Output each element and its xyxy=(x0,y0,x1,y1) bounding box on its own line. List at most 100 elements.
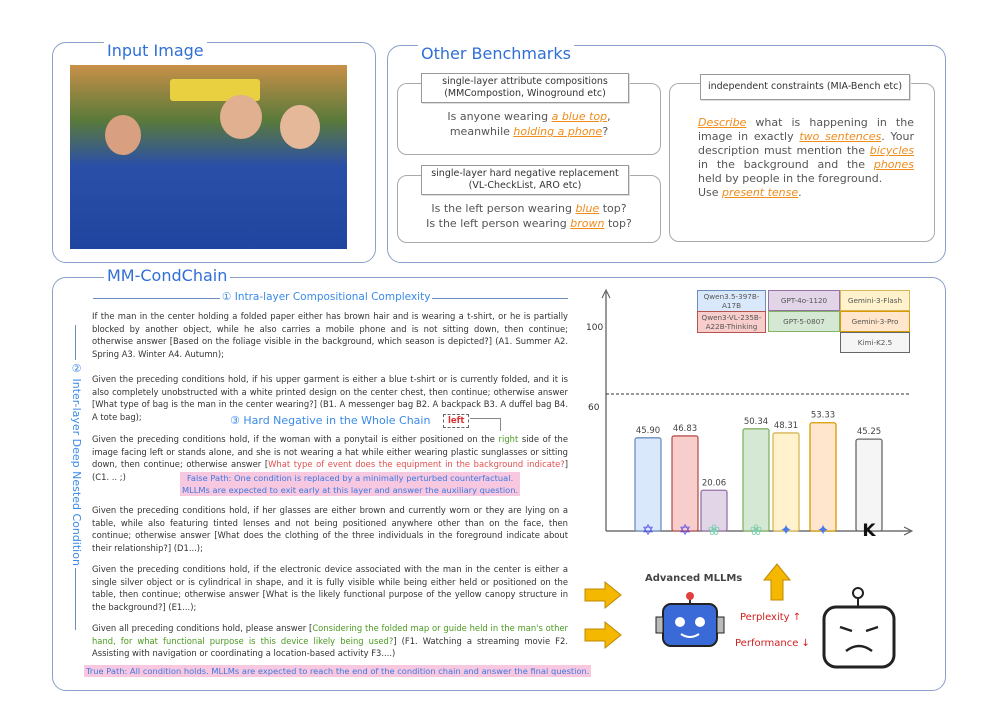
text: meanwhile xyxy=(449,125,514,138)
condchain-panel xyxy=(52,277,946,691)
arrow-up-icon xyxy=(762,563,792,601)
tag-line: (MMCompostion, Winoground etc) xyxy=(444,88,606,99)
text: Is the left person wearing xyxy=(426,217,571,230)
bar-qwen3-vl-235b-a22b-thinking xyxy=(671,435,699,532)
qwen-icon: ✡ xyxy=(641,521,655,539)
tag-line: single-layer hard negative replacement xyxy=(431,168,619,179)
swap-arrow xyxy=(470,418,501,431)
bar-gemini-3-pro xyxy=(809,422,837,532)
replaced-word: right xyxy=(498,434,519,444)
text: ] (F1. Watching a streaming movie F2. As… xyxy=(92,635,568,659)
text: Is anyone wearing xyxy=(447,110,552,123)
false-path-note: False Path: One condition is replaced by… xyxy=(180,472,521,496)
legend-item: GPT-5-0807 xyxy=(768,311,840,332)
bar-value-label: 20.06 xyxy=(702,478,726,488)
kimi-icon: K xyxy=(862,521,876,541)
legend-item: Qwen3.5-397B-A17B xyxy=(697,290,766,312)
bar-kimi-k2-5 xyxy=(855,438,883,532)
bar-value-label: 53.33 xyxy=(811,411,835,421)
input-image-panel xyxy=(52,42,376,263)
highlight: present tense xyxy=(722,186,799,199)
text: . Your description must mention the xyxy=(698,130,915,157)
condition-layer-1: If the man in the center holding a folde… xyxy=(92,311,568,359)
highlight: a blue top xyxy=(551,110,608,123)
text: MLLMs are expected to exit early at this… xyxy=(182,485,519,495)
legend-item: GPT-4o-1120 xyxy=(768,290,840,311)
highlight: phones xyxy=(873,158,914,171)
final-question: Given all preceding conditions hold, ple… xyxy=(92,622,568,660)
y-axis-arrow xyxy=(601,288,611,299)
text: ? xyxy=(602,125,609,138)
attribute-composition-card: Is anyone wearing a blue top, meanwhile … xyxy=(397,83,661,155)
text: False Path: One condition is replaced by… xyxy=(186,473,514,483)
bar-value-label: 46.83 xyxy=(673,424,697,434)
bar-value-label: 45.90 xyxy=(636,426,660,436)
robot-icon xyxy=(655,592,725,647)
text: top? xyxy=(599,202,627,215)
openai-icon: ❀ xyxy=(749,521,763,539)
bar-value-label: 48.31 xyxy=(774,421,798,431)
bar-gpt-5-0807 xyxy=(742,428,770,532)
legend-item: Kimi-K2.5 xyxy=(840,332,910,353)
text: Given all preceding conditions hold, ple… xyxy=(92,623,313,633)
inter-layer-label: ② Inter-layer Deep Nested Condition xyxy=(70,360,83,568)
text: Given the preceding conditions hold, if … xyxy=(92,434,499,444)
bar-chart: 100 60 45.90 46.83 20.06 50.34 48.31 53.33 45.… xyxy=(586,288,914,536)
text: what is happening in the image in exactl… xyxy=(698,116,914,143)
attribute-composition-tag: single-layer attribute compositions(MMCo… xyxy=(421,73,629,103)
text: , xyxy=(607,110,611,123)
condchain-title: MM-CondChain xyxy=(104,267,231,285)
gemini-icon: ✦ xyxy=(779,521,793,539)
x-axis-arrow xyxy=(903,526,914,536)
legend-item: Qwen3-VL-235B-A22B-Thinking xyxy=(697,311,766,333)
input-image-title: Input Image xyxy=(104,42,207,60)
y-tick-60: 60 xyxy=(588,403,600,413)
advanced-mllms-label: Advanced MLLMs xyxy=(645,573,743,584)
legend-item: Gemini-3-Flash xyxy=(840,290,910,311)
perplexity-label: Perplexity ↑ xyxy=(740,612,802,623)
condition-layer-2: Given the preceding conditions hold, if … xyxy=(92,374,568,422)
highlight: blue xyxy=(575,202,600,215)
highlight: bicycles xyxy=(869,144,914,157)
sad-robot-icon xyxy=(822,587,896,669)
intra-layer-label: ① Intra-layer Compositional Complexity xyxy=(220,291,433,303)
hard-negative-label: ③ Hard Negative in the Whole Chain xyxy=(230,414,431,427)
condition-layer-3: Given the preceding conditions hold, if … xyxy=(92,433,568,483)
qwen-icon: ✡ xyxy=(678,521,692,539)
auxiliary-question: What type of event does the equipment in… xyxy=(268,459,565,470)
other-benchmarks-panel xyxy=(387,45,946,263)
text: . xyxy=(798,186,802,199)
tag-line: single-layer attribute compositions xyxy=(442,76,608,87)
tag-line: (VL-CheckList, ARO etc) xyxy=(468,180,582,191)
independent-constraints-card: Describe what is happening in the image … xyxy=(669,83,935,242)
text: in the background and the xyxy=(698,158,874,171)
highlight: holding a phone xyxy=(513,125,603,138)
highlight: two sentences xyxy=(799,130,882,143)
bar-value-label: 50.34 xyxy=(744,417,768,427)
hard-negative-word: left xyxy=(443,414,470,428)
other-benchmarks-title: Other Benchmarks xyxy=(418,45,574,63)
bar-gemini-3-flash xyxy=(772,432,800,532)
text: ] (C1. .. ;) xyxy=(92,459,569,482)
bar-value-label: 45.25 xyxy=(857,427,881,437)
highlight: Describe xyxy=(698,116,747,129)
y-tick-100: 100 xyxy=(586,323,603,333)
true-path-note: True Path: All condition holds. MLLMs ar… xyxy=(84,665,592,677)
final-question-text: Considering the folded map or guide held… xyxy=(92,623,568,646)
text: Is the left person wearing xyxy=(431,202,576,215)
openai-icon: ❀ xyxy=(707,521,721,539)
condition-layer-5: Given the preceding conditions hold, if … xyxy=(92,564,568,612)
text: Use xyxy=(698,186,723,199)
constraint-text: Describe what is happening in the image … xyxy=(698,116,914,200)
arrow-right-icon xyxy=(584,620,622,650)
performance-label: Performance ↓ xyxy=(735,638,810,649)
bar-qwen3-5-397b-a17b xyxy=(634,437,662,532)
input-photo xyxy=(70,65,347,249)
highlight: brown xyxy=(570,217,605,230)
legend-item: Gemini-3-Pro xyxy=(840,311,910,332)
text: held by people in the foreground. xyxy=(698,172,883,185)
hard-negative-tag: single-layer hard negative replacement(V… xyxy=(421,165,629,195)
arrow-right-icon xyxy=(584,580,622,610)
gemini-icon: ✦ xyxy=(816,521,830,539)
condition-layer-4: Given the preceding conditions hold, if … xyxy=(92,505,568,553)
